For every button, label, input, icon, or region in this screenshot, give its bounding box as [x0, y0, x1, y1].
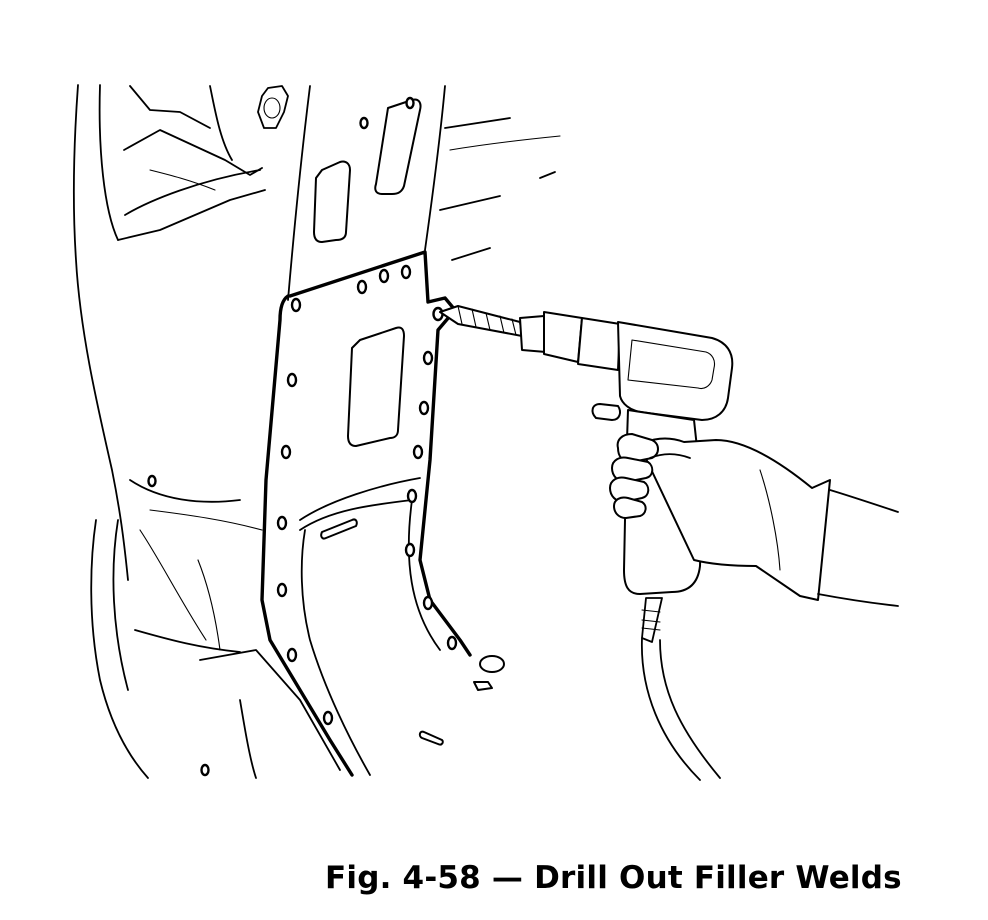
weld-spots [276, 264, 458, 726]
hand [609, 433, 899, 607]
weld-spot [418, 400, 430, 416]
air-hose [641, 597, 721, 781]
weld-spot [280, 444, 292, 460]
weld-spot [276, 515, 288, 531]
weld-spot [422, 595, 434, 611]
weld-spot [446, 635, 458, 651]
filler-panel [260, 250, 505, 777]
weld-spot [406, 488, 418, 504]
weld-spot [422, 350, 434, 366]
weld-spot [432, 306, 444, 322]
body-structure-background [72, 84, 341, 779]
weld-spot [322, 710, 334, 726]
weld-spot [276, 582, 288, 598]
weld-spot [286, 647, 298, 663]
body-pillar [287, 85, 561, 301]
weld-spot [400, 264, 412, 280]
weld-spot [412, 444, 424, 460]
weld-spot [286, 372, 298, 388]
weld-spot [356, 279, 368, 295]
weld-spot [404, 542, 416, 558]
weld-spot [378, 268, 390, 284]
weld-spot [290, 297, 302, 313]
drill-bit [439, 305, 523, 337]
figure-caption: Fig. 4-58 — Drill Out Filler Welds [325, 860, 902, 896]
